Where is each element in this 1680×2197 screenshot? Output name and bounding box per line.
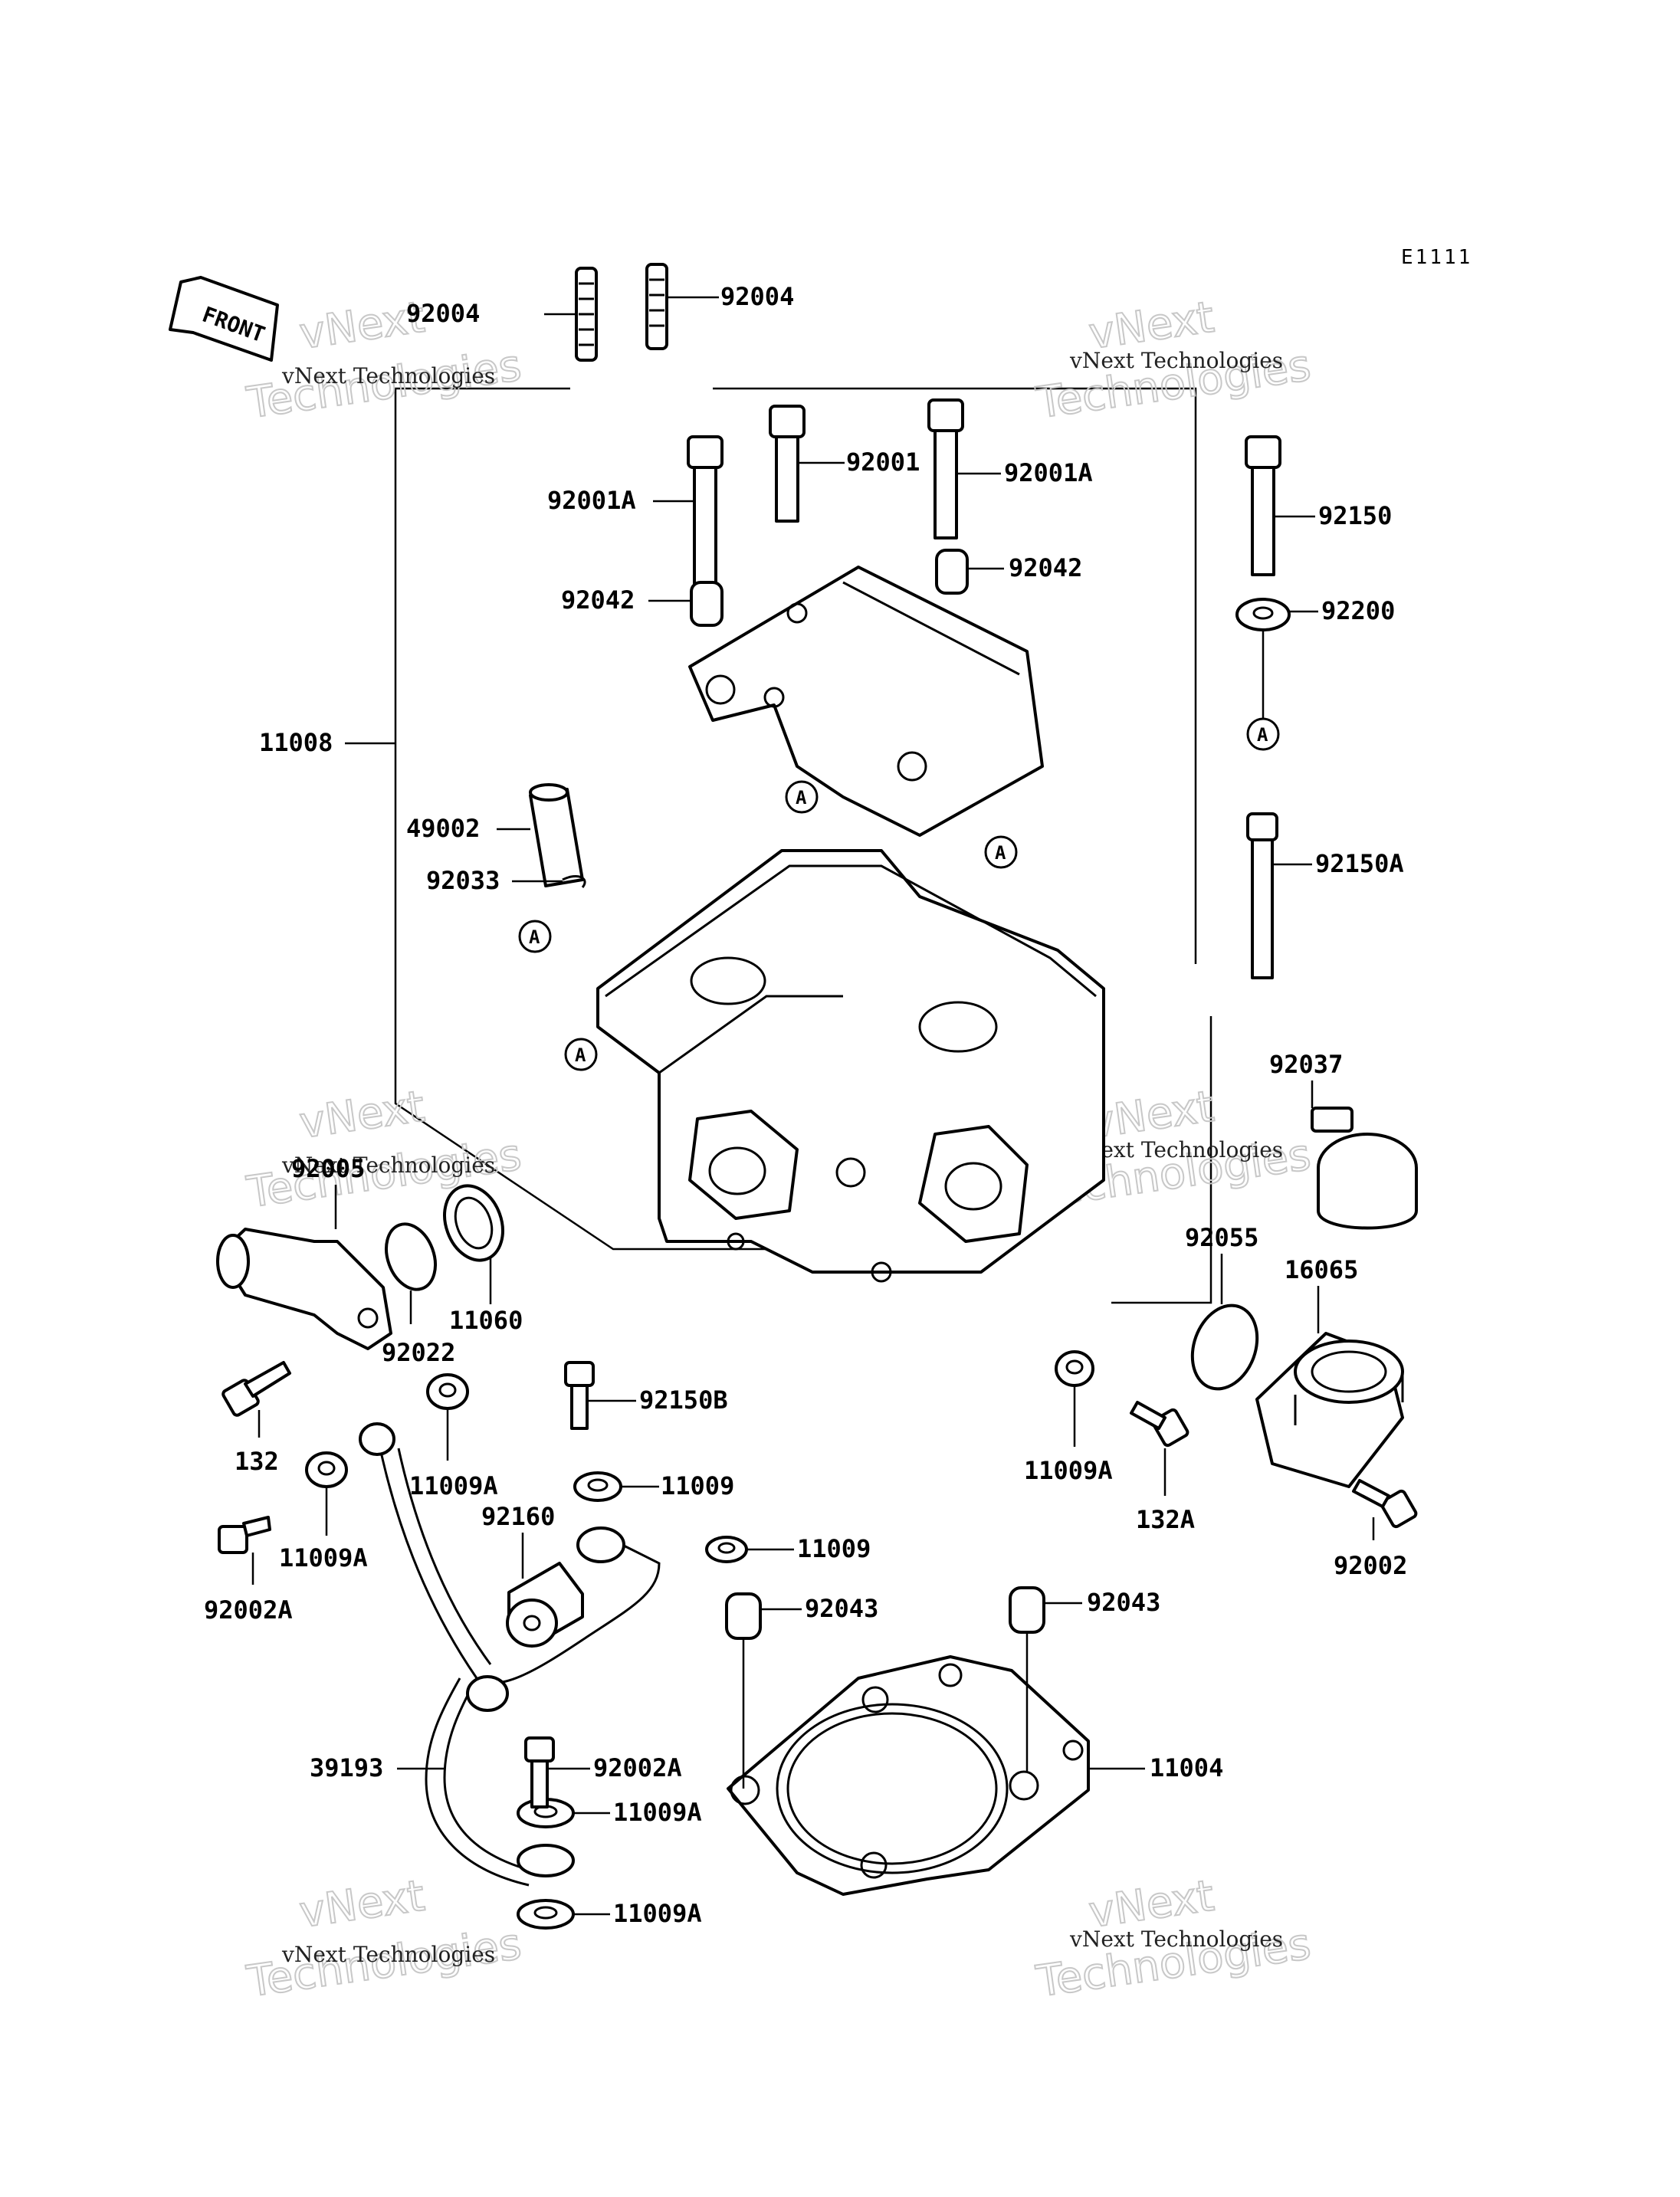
svg-text:vNext Technologies: vNext Technologies	[1069, 1926, 1283, 1952]
part-label: 11009A	[1024, 1456, 1113, 1485]
bolt-132	[221, 1361, 291, 1417]
dowel-92043-left	[725, 1592, 762, 1640]
part-label: 11008	[259, 728, 333, 757]
clip-92033	[562, 875, 586, 888]
part-label: 92001A	[1004, 458, 1093, 487]
bolt-92150A	[1246, 812, 1278, 979]
part-label: 92002	[1334, 1551, 1407, 1580]
svg-text:A: A	[1257, 724, 1268, 746]
leader-lines	[251, 296, 1375, 1916]
part-label: 11009A	[279, 1543, 368, 1572]
bolt-92001	[769, 405, 806, 523]
bolt-92002	[1352, 1479, 1418, 1529]
fitting-92005	[216, 1228, 392, 1350]
part-label: 92043	[805, 1594, 878, 1623]
part-label: 11009A	[409, 1471, 498, 1500]
svg-text:vNext Technologies: vNext Technologies	[281, 1153, 495, 1178]
part-label: 11009A	[613, 1798, 702, 1827]
bolt-92150B	[564, 1361, 595, 1430]
svg-text:vNext Technologies: vNext Technologies	[1069, 348, 1283, 373]
svg-text:A: A	[995, 842, 1006, 864]
washer-11009	[573, 1471, 748, 1563]
part-label: 92150	[1318, 501, 1392, 530]
part-label: 92004	[720, 282, 794, 311]
part-label: 92200	[1321, 596, 1395, 625]
seal-11060	[443, 1184, 504, 1262]
part-label: 132	[235, 1447, 279, 1476]
bolt-92001A-right	[927, 398, 964, 539]
camshaft-holder	[688, 566, 1044, 837]
stud-92004-right	[645, 263, 668, 350]
damper-92160	[506, 1562, 584, 1648]
head-gasket-11004	[727, 1655, 1090, 1896]
svg-text:A: A	[575, 1044, 586, 1066]
svg-text:vNext Technologies: vNext Technologies	[281, 1942, 495, 1967]
part-label: 92043	[1087, 1588, 1160, 1617]
part-label: 39193	[310, 1753, 383, 1782]
bolt-92002A-left	[218, 1516, 271, 1554]
reference-marker: A A A A A	[518, 717, 1280, 1071]
washer-92200	[1235, 598, 1291, 631]
svg-text:vNext: vNext	[297, 1871, 428, 1938]
part-label: 92055	[1185, 1223, 1258, 1252]
bolt-92150	[1245, 435, 1281, 576]
clamp-92037	[1311, 1107, 1418, 1230]
svg-text:A: A	[529, 926, 540, 948]
stud-92004-left	[575, 267, 598, 362]
part-label: 16065	[1285, 1255, 1358, 1284]
part-label: 92033	[426, 866, 500, 895]
cylinder-head	[596, 849, 1105, 1283]
o-ring-92022	[385, 1222, 437, 1291]
part-label: 92042	[1009, 553, 1082, 582]
svg-text:vNext Technologies: vNext Technologies	[281, 363, 495, 389]
part-label: 11009	[797, 1534, 871, 1563]
part-label: 92037	[1269, 1050, 1343, 1079]
bolt-92002A-center	[524, 1736, 555, 1808]
part-label: 49002	[406, 814, 480, 843]
part-label: 11009	[661, 1471, 734, 1500]
part-label: 92001	[846, 448, 920, 477]
front-arrow-icon: FRONT	[169, 276, 279, 362]
part-label: 92001A	[547, 486, 636, 515]
part-label: 92160	[481, 1502, 555, 1531]
part-label: 92002A	[204, 1595, 293, 1625]
dowel-92043-right	[1009, 1586, 1045, 1634]
part-labels: 92004 92004 92001 92001A 92001A 92042 92…	[204, 282, 1407, 1928]
part-label: 92022	[382, 1338, 455, 1367]
part-label: 92004	[406, 299, 480, 328]
part-label: 92005	[291, 1154, 365, 1183]
washer-11009A	[305, 1350, 1094, 1930]
part-label: 11004	[1150, 1753, 1223, 1782]
dowel-92042-left	[690, 581, 724, 627]
part-label: 11009A	[613, 1899, 702, 1928]
dowel-92042-right	[935, 549, 969, 595]
pipe-49002	[529, 783, 584, 887]
diagram-code: E1111	[1401, 246, 1472, 269]
part-label: 11060	[449, 1306, 523, 1335]
oil-pipe-39193	[359, 1422, 661, 1887]
o-ring-92055	[1190, 1303, 1259, 1391]
bolt-132A	[1130, 1401, 1189, 1448]
svg-text:A: A	[796, 787, 807, 808]
part-label: 132A	[1136, 1505, 1195, 1534]
part-label: 92042	[561, 585, 635, 615]
part-label: 92002A	[593, 1753, 682, 1782]
part-label: 92150A	[1315, 849, 1404, 878]
part-label: 92150B	[639, 1385, 728, 1415]
svg-text:vNext: vNext	[297, 1082, 428, 1149]
intake-holder-16065	[1255, 1332, 1404, 1488]
